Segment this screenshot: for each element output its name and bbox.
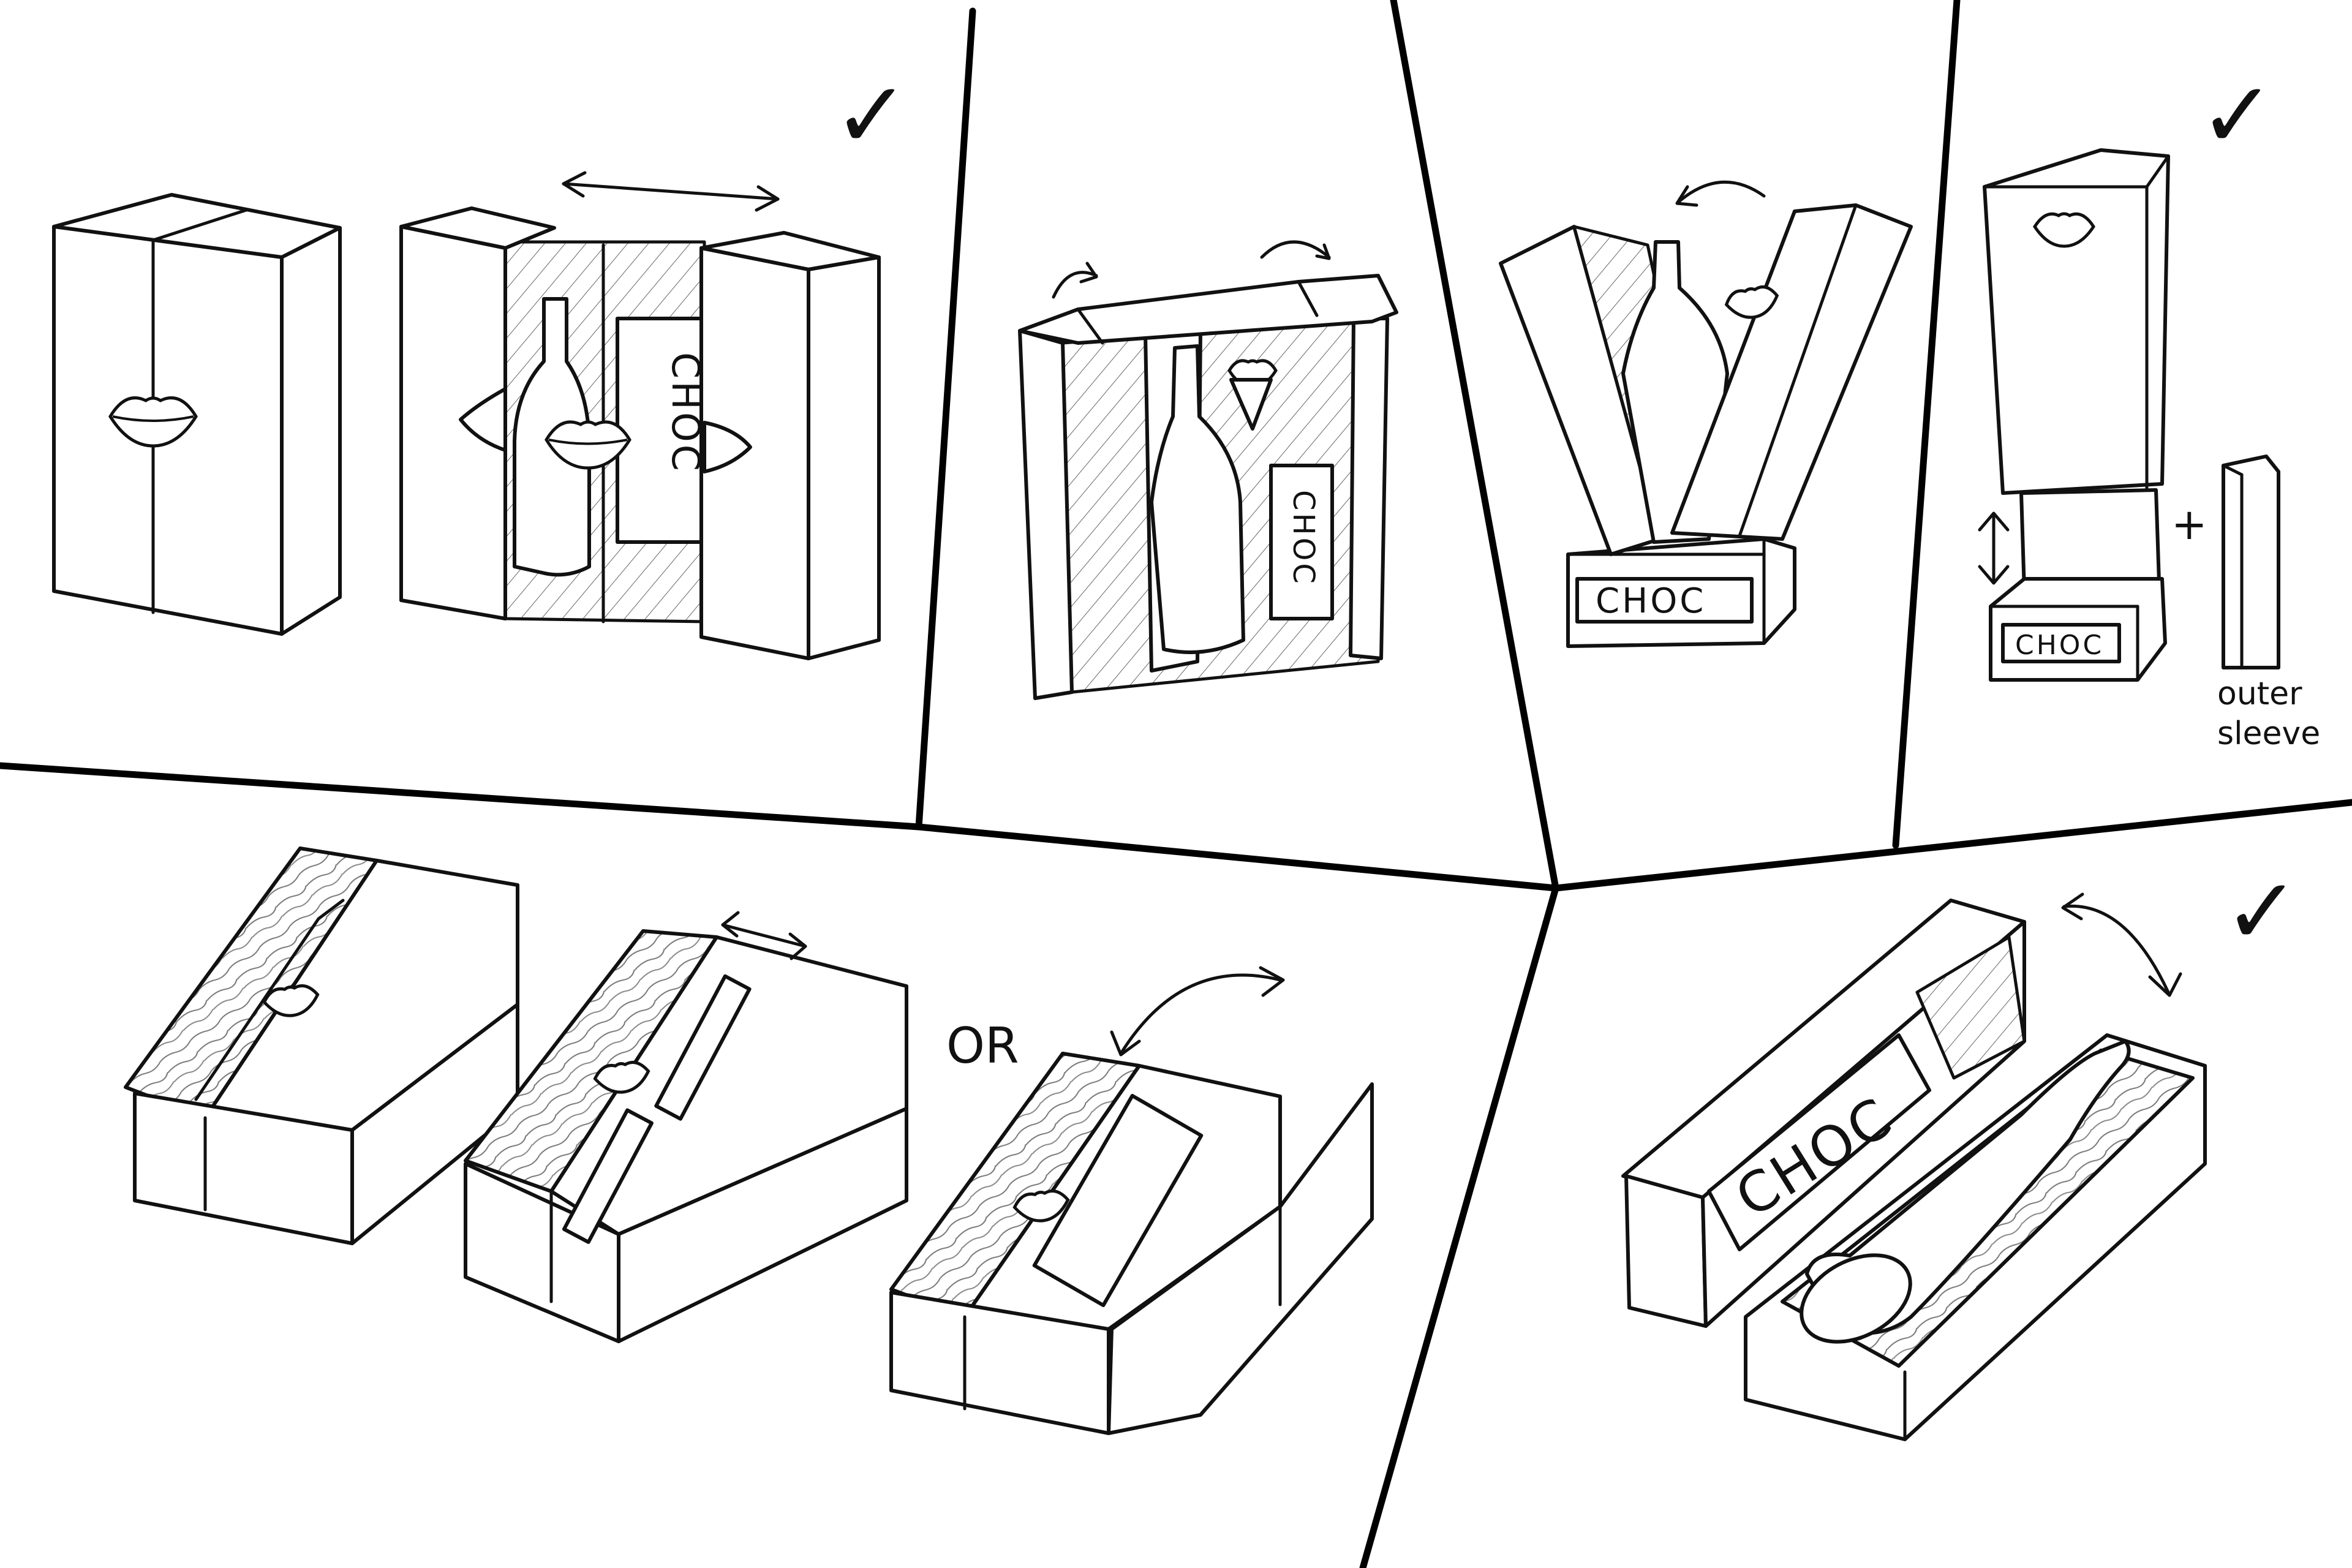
lips-logo-icon (108, 396, 198, 448)
approved-check-icon: ✓ (833, 62, 910, 169)
fold-arrow-icon (1260, 240, 1331, 259)
lips-logo-icon (262, 984, 320, 1017)
flat-box-hinged-lid (889, 966, 1374, 1435)
approved-check-icon: ✓ (2199, 62, 2276, 169)
bottle-icon (1150, 344, 1245, 654)
sliding-door-box-open: CHOC ✓ (399, 62, 910, 660)
choc-label: CHOC (1596, 581, 1706, 621)
choc-label: CHOC (1286, 490, 1321, 586)
or-label: OR (946, 1017, 1019, 1074)
fold-top-box: CHOC (1018, 240, 1398, 700)
lips-logo-icon (1724, 285, 1779, 319)
choc-card (616, 317, 705, 544)
fold-arrow-icon (1052, 271, 1098, 299)
rotate-arrow-icon (2062, 904, 2170, 994)
lips-logo-icon (545, 420, 631, 470)
outer-sleeve-icon (2222, 454, 2280, 669)
choc-label: CHOC (2015, 630, 2104, 661)
lips-logo-icon (2033, 212, 2095, 248)
lips-logo-icon (593, 1061, 650, 1094)
lift-off-sleeve-box: CHOC + outer sleeve ✓ (1978, 62, 2320, 752)
outer-sleeve-label-line2: sleeve (2217, 715, 2320, 752)
flat-box-lids-closed (124, 846, 519, 1245)
slide-arrow-icon (721, 911, 807, 960)
rotate-arrow-icon (1676, 180, 1766, 204)
approved-check-icon: ✓ (2223, 859, 2301, 965)
flat-box-sliding-panels (464, 911, 908, 1343)
rotate-arrow-icon (1119, 973, 1282, 1055)
plus-sign: + (2171, 499, 2207, 549)
slide-arrow-icon (562, 171, 780, 212)
open-presentation-box: CHOC ✓ (1621, 859, 2301, 1441)
lift-arrow-icon (1978, 511, 2010, 585)
lips-logo-icon (1012, 1189, 1070, 1223)
closed-gift-box (52, 193, 342, 636)
outer-sleeve-label-line1: outer (2217, 676, 2302, 712)
v-opening-box: CHOC (1499, 180, 1913, 648)
